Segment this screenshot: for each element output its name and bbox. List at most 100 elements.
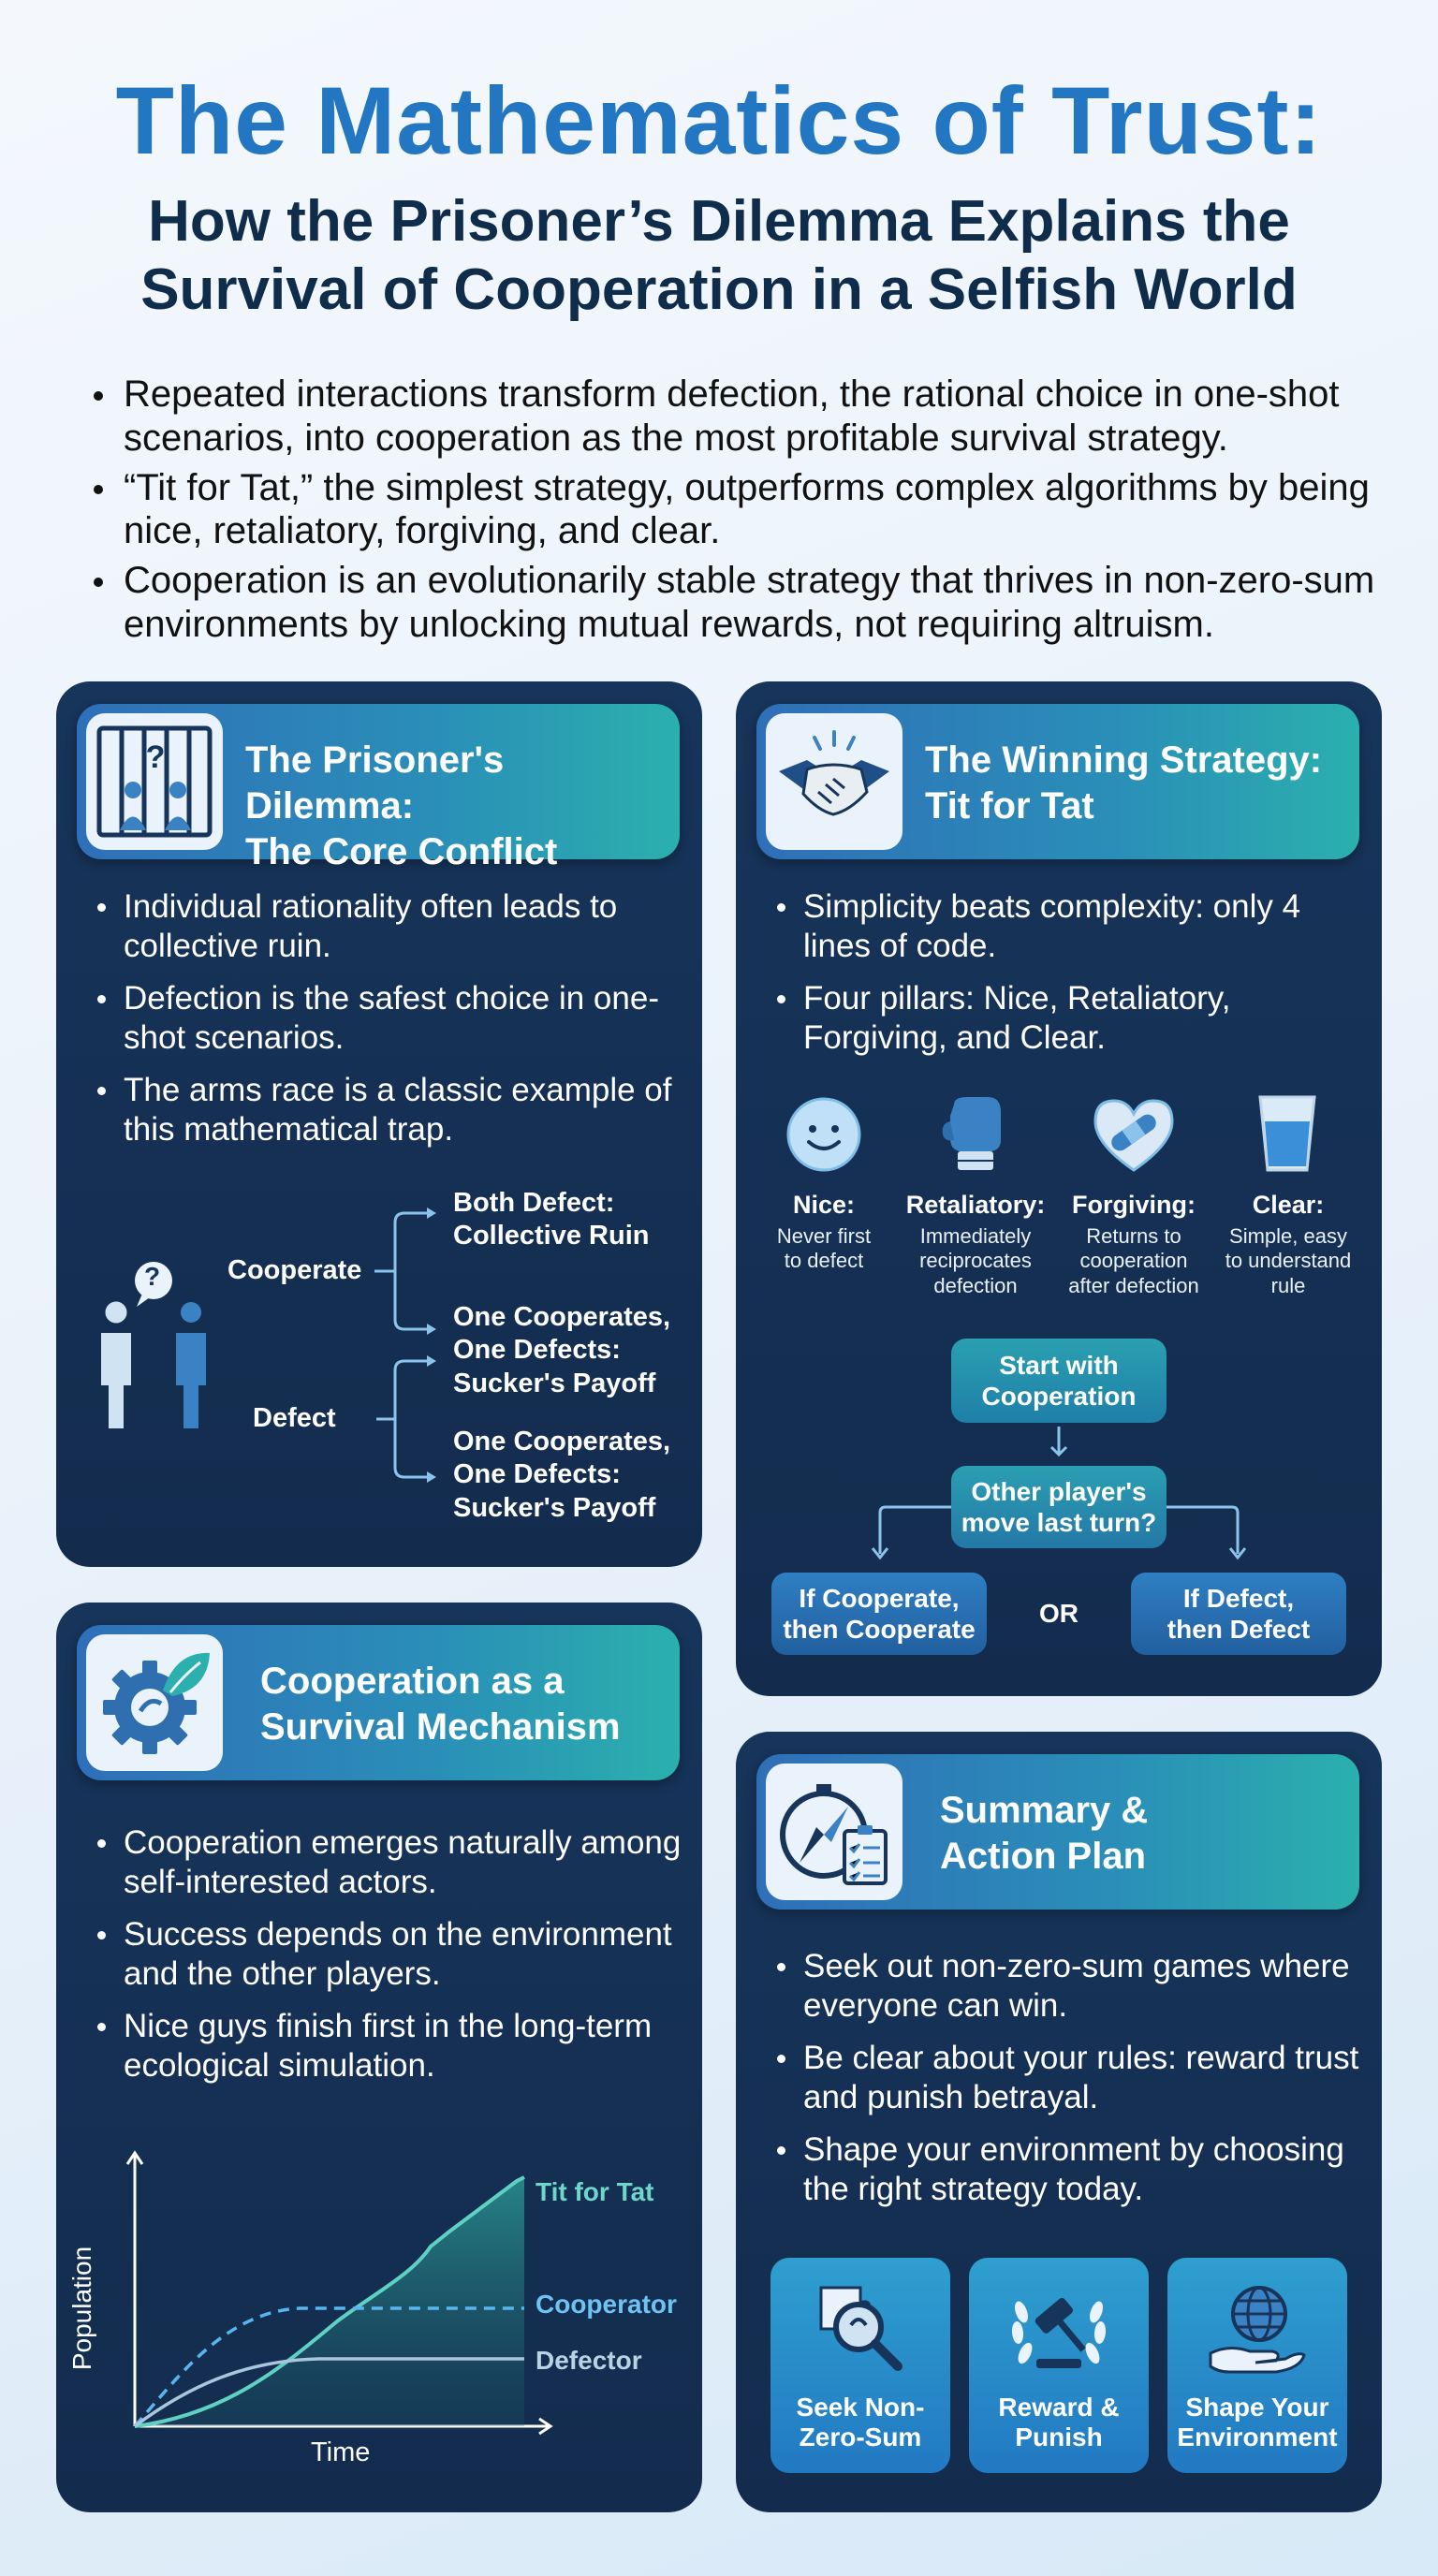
- pillar-desc-line: Returns to: [1086, 1224, 1181, 1248]
- outcome-line: Collective Ruin: [453, 1221, 650, 1251]
- pillar-desc-forgiving: Returns to cooperation after defection: [1056, 1224, 1211, 1298]
- pillar-desc-line: Immediately: [919, 1224, 1032, 1248]
- winning-title-line-2: Tit for Tat: [925, 784, 1094, 827]
- summary-bullet: Be clear about your rules: reward trust …: [773, 2039, 1359, 2117]
- survival-title-line-2: Survival Mechanism: [260, 1705, 621, 1748]
- handshake-icon: [766, 713, 902, 850]
- prison-bars-icon: ?: [86, 713, 223, 850]
- survival-bullet: Nice guys finish first in the long-term …: [94, 2007, 693, 2086]
- flow-defect-node: If Defect,then Defect: [1131, 1573, 1346, 1655]
- legend-tit-for-tat: Tit for Tat: [536, 2177, 654, 2206]
- summary-bullet: Shape your environment by choosing the r…: [773, 2130, 1359, 2209]
- pillar-name-retaliatory: Retaliatory:: [905, 1191, 1046, 1219]
- outcome-both-defect: Both Defect: Collective Ruin: [453, 1187, 650, 1253]
- dilemma-header: ? The Prisoner's Dilemma: The Core Confl…: [77, 704, 680, 872]
- defect-label: Defect: [253, 1403, 336, 1433]
- cooperator-line: [133, 2306, 524, 2428]
- pillar-desc-line: defection: [933, 1273, 1018, 1297]
- pillar-desc-line: Never first: [776, 1224, 872, 1248]
- bandaged-heart-icon: [1093, 1099, 1174, 1172]
- globe-hand-icon: [1209, 2286, 1306, 2374]
- flow-text: If Cooperate,: [799, 1583, 960, 1613]
- boxing-glove-icon: [942, 1097, 1001, 1170]
- survival-header: Cooperation as a Survival Mechanism: [77, 1625, 680, 1780]
- outcome-line: Sucker's Payoff: [453, 1492, 656, 1523]
- subtitle-line-1: How the Prisoner’s Dilemma Explains the: [148, 189, 1290, 254]
- winning-bullets: Simplicity beats complexity: only 4 line…: [773, 887, 1335, 1071]
- legend-cooperator: Cooperator: [536, 2290, 677, 2319]
- action-card-reward: Reward &Punish: [969, 2258, 1149, 2473]
- pillar-name-clear: Clear:: [1252, 1191, 1325, 1219]
- outcome-line: One Cooperates,: [453, 1427, 671, 1456]
- flow-text: Start with: [999, 1350, 1119, 1380]
- action-label-seek: Seek Non-Zero-Sum: [770, 2393, 950, 2452]
- flow-or-label: OR: [1039, 1599, 1078, 1628]
- pillar-desc-line: Simple, easy: [1229, 1224, 1347, 1248]
- smiley-icon: [786, 1097, 861, 1172]
- survival-bullet: Success depends on the environment and t…: [94, 1915, 693, 1994]
- page-subtitle: How the Prisoner’s Dilemma Explains the …: [0, 187, 1438, 324]
- outcome-line: One Defects:: [453, 1335, 621, 1366]
- summary-title-line-2: Action Plan: [940, 1835, 1147, 1877]
- summary-header: Summary & Action Plan: [756, 1754, 1359, 1910]
- pillar-desc-line: rule: [1270, 1273, 1306, 1297]
- outcome-suckers-payoff-2: One Cooperates, One Defects: Sucker's Pa…: [453, 1426, 670, 1525]
- tit-for-tat-line: [134, 2175, 525, 2428]
- intro-item: “Tit for Tat,” the simplest strategy, ou…: [84, 466, 1376, 554]
- intro-item: Repeated interactions transform defectio…: [84, 373, 1376, 461]
- flowchart-arrows: [871, 1427, 1247, 1560]
- survival-title: Cooperation as a Survival Mechanism: [260, 1659, 621, 1750]
- dilemma-bullet: The arms race is a classic example of th…: [94, 1071, 683, 1149]
- winning-bullet: Simplicity beats complexity: only 4 line…: [773, 887, 1335, 966]
- flow-text: move last turn?: [961, 1508, 1157, 1537]
- page-title: The Mathematics of Trust:: [115, 67, 1323, 174]
- pillar-desc-line: to understand: [1225, 1249, 1352, 1273]
- gear-leaf-icon: [86, 1634, 223, 1771]
- dilemma-bullet: Individual rationality often leads to co…: [94, 887, 683, 966]
- outcome-line: Sucker's Payoff: [453, 1368, 656, 1398]
- intro-item: Cooperation is an evolutionarily stable …: [84, 559, 1376, 647]
- summary-title: Summary & Action Plan: [940, 1788, 1148, 1880]
- pillar-desc-line: to defect: [784, 1249, 864, 1273]
- gavel-laurel-icon: [1011, 2297, 1107, 2368]
- legend-defector: Defector: [536, 2346, 642, 2375]
- decision-tree-lines: [101, 1208, 436, 1483]
- dilemma-bullets: Individual rationality often leads to co…: [94, 887, 683, 1163]
- outcome-suckers-payoff-1: One Cooperates, One Defects: Sucker's Pa…: [453, 1301, 670, 1400]
- summary-title-line-1: Summary &: [940, 1790, 1149, 1831]
- chart-x-label: Time: [311, 2437, 371, 2467]
- pillar-desc-line: after defection: [1068, 1273, 1199, 1297]
- tit-for-tat-area: [135, 2177, 524, 2426]
- outcome-line: One Cooperates,: [453, 1302, 671, 1332]
- survival-bullet: Cooperation emerges naturally among self…: [94, 1823, 693, 1902]
- flow-text: Other player's: [971, 1476, 1147, 1506]
- population-chart: [125, 2150, 553, 2436]
- dilemma-title: The Prisoner's Dilemma: The Core Conflic…: [245, 738, 680, 874]
- pillar-desc-line: cooperation: [1079, 1249, 1188, 1273]
- compass-clipboard-icon: [766, 1764, 902, 1900]
- flow-cooperate-node: If Cooperate,then Cooperate: [771, 1573, 987, 1655]
- defector-line: [133, 2357, 524, 2428]
- action-text: Seek Non-: [796, 2392, 925, 2422]
- question-mark: ?: [144, 1262, 161, 1291]
- magnifier-puzzle-icon: [819, 2286, 902, 2371]
- summary-bullets: Seek out non-zero-sum games where everyo…: [773, 1947, 1359, 2222]
- action-label-reward: Reward &Punish: [969, 2393, 1149, 2452]
- dilemma-bullet: Defection is the safest choice in one-sh…: [94, 979, 683, 1058]
- action-text: Environment: [1177, 2422, 1338, 2452]
- intro-list: Repeated interactions transform defectio…: [84, 373, 1376, 652]
- action-card-seek: Seek Non-Zero-Sum: [770, 2258, 950, 2473]
- flow-text: If Defect,: [1182, 1583, 1295, 1613]
- outcome-line: Both Defect:: [453, 1188, 615, 1218]
- pillar-name-nice: Nice:: [792, 1191, 856, 1219]
- winning-header: The Winning Strategy: Tit for Tat: [756, 704, 1359, 859]
- svg-text:?: ?: [146, 739, 166, 775]
- action-text: Shape Your: [1185, 2392, 1329, 2422]
- pillar-desc-clear: Simple, easy to understand rule: [1213, 1224, 1363, 1298]
- cooperate-label: Cooperate: [227, 1255, 362, 1285]
- flow-text: Cooperation: [981, 1382, 1137, 1411]
- flow-text: then Cooperate: [783, 1615, 976, 1644]
